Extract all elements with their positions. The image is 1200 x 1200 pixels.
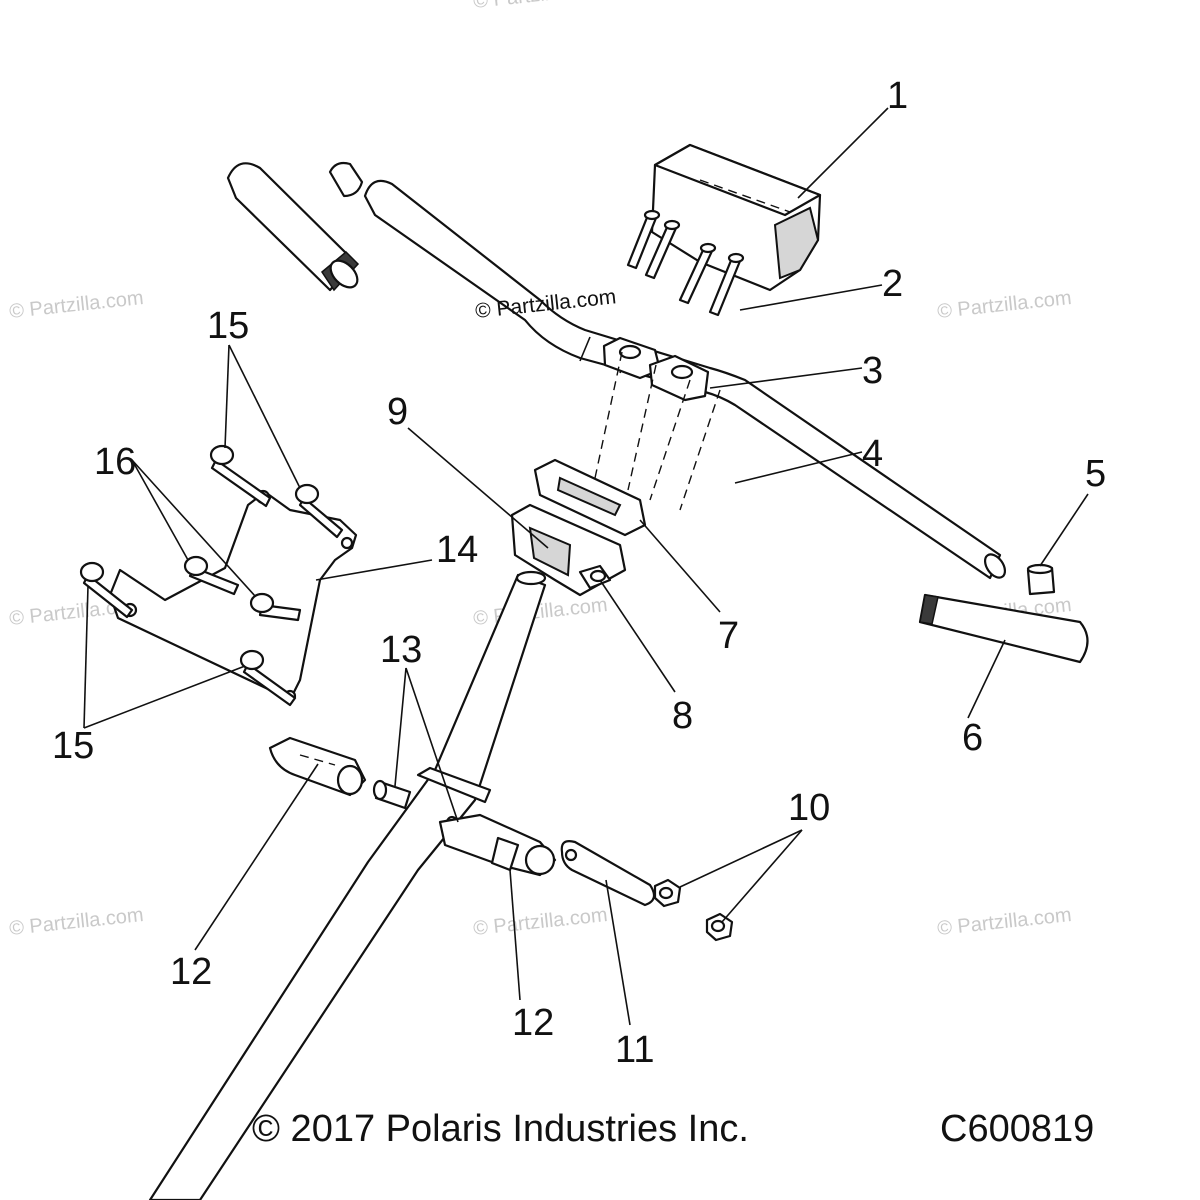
right-end-cap bbox=[1026, 563, 1056, 596]
callout-15-bottom: 15 bbox=[52, 725, 94, 767]
callout-3: 3 bbox=[862, 350, 883, 392]
left-grip bbox=[226, 162, 360, 292]
callout-group: 1 2 3 4 5 6 7 8 9 10 11 12 12 13 14 15 1… bbox=[52, 75, 1106, 1071]
callout-16: 16 bbox=[94, 441, 136, 483]
upper-clamp bbox=[602, 336, 710, 402]
callout-12-center: 12 bbox=[512, 1002, 554, 1044]
callout-14: 14 bbox=[436, 529, 478, 571]
callout-4: 4 bbox=[862, 433, 883, 475]
copyright-text: © 2017 Polaris Industries Inc. bbox=[252, 1108, 749, 1150]
callout-6: 6 bbox=[962, 717, 983, 759]
watermark-center-low: © Partzilla.com bbox=[472, 904, 608, 940]
center-clevis bbox=[438, 813, 557, 877]
callout-1: 1 bbox=[887, 75, 908, 117]
plate-bolts bbox=[79, 444, 344, 707]
drawing-number: C600819 bbox=[940, 1108, 1095, 1150]
alignment-lines bbox=[594, 351, 721, 511]
left-end-cap bbox=[328, 161, 364, 198]
callout-10: 10 bbox=[788, 787, 830, 829]
handlebar-cover bbox=[650, 143, 822, 292]
link-arm bbox=[560, 840, 656, 907]
steering-column bbox=[148, 570, 547, 1200]
callout-13: 13 bbox=[380, 629, 422, 671]
watermark-right-top: © Partzilla.com bbox=[936, 287, 1072, 323]
clamp-bolts bbox=[626, 209, 745, 317]
callout-8: 8 bbox=[672, 695, 693, 737]
callout-15-top: 15 bbox=[207, 305, 249, 347]
leader-lines bbox=[83, 107, 1089, 1026]
watermark-left-low: © Partzilla.com bbox=[8, 904, 144, 940]
column-collar bbox=[416, 766, 492, 804]
callout-2: 2 bbox=[882, 263, 903, 305]
watermark-top-edge: © Partzilla.com bbox=[472, 0, 608, 13]
callout-5: 5 bbox=[1085, 453, 1106, 495]
right-grip bbox=[918, 593, 1089, 664]
callout-7: 7 bbox=[718, 615, 739, 657]
left-clevis bbox=[268, 736, 367, 797]
callout-12-left: 12 bbox=[170, 951, 212, 993]
watermark-left-top: © Partzilla.com bbox=[8, 287, 144, 323]
callout-11: 11 bbox=[615, 1029, 654, 1071]
callout-9: 9 bbox=[387, 391, 408, 433]
lock-nuts bbox=[653, 878, 734, 942]
watermark-right-low: © Partzilla.com bbox=[936, 904, 1072, 940]
